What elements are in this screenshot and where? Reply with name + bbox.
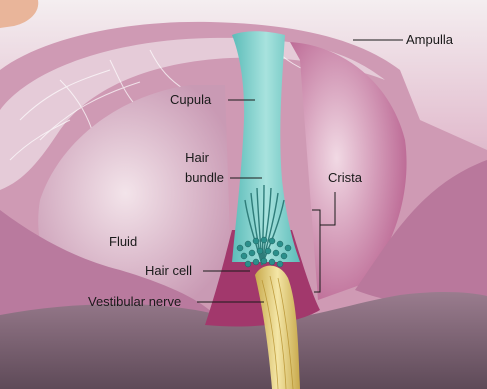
label-hair-cell: Hair cell [145,263,192,278]
label-hair-bundle-line2: bundle [185,170,224,185]
label-crista: Crista [328,170,363,185]
label-cupula: Cupula [170,92,212,107]
label-vestibular-nerve: Vestibular nerve [88,294,181,309]
label-hair-bundle-line1: Hair [185,150,210,165]
label-fluid: Fluid [109,234,137,249]
label-ampulla: Ampulla [406,32,454,47]
